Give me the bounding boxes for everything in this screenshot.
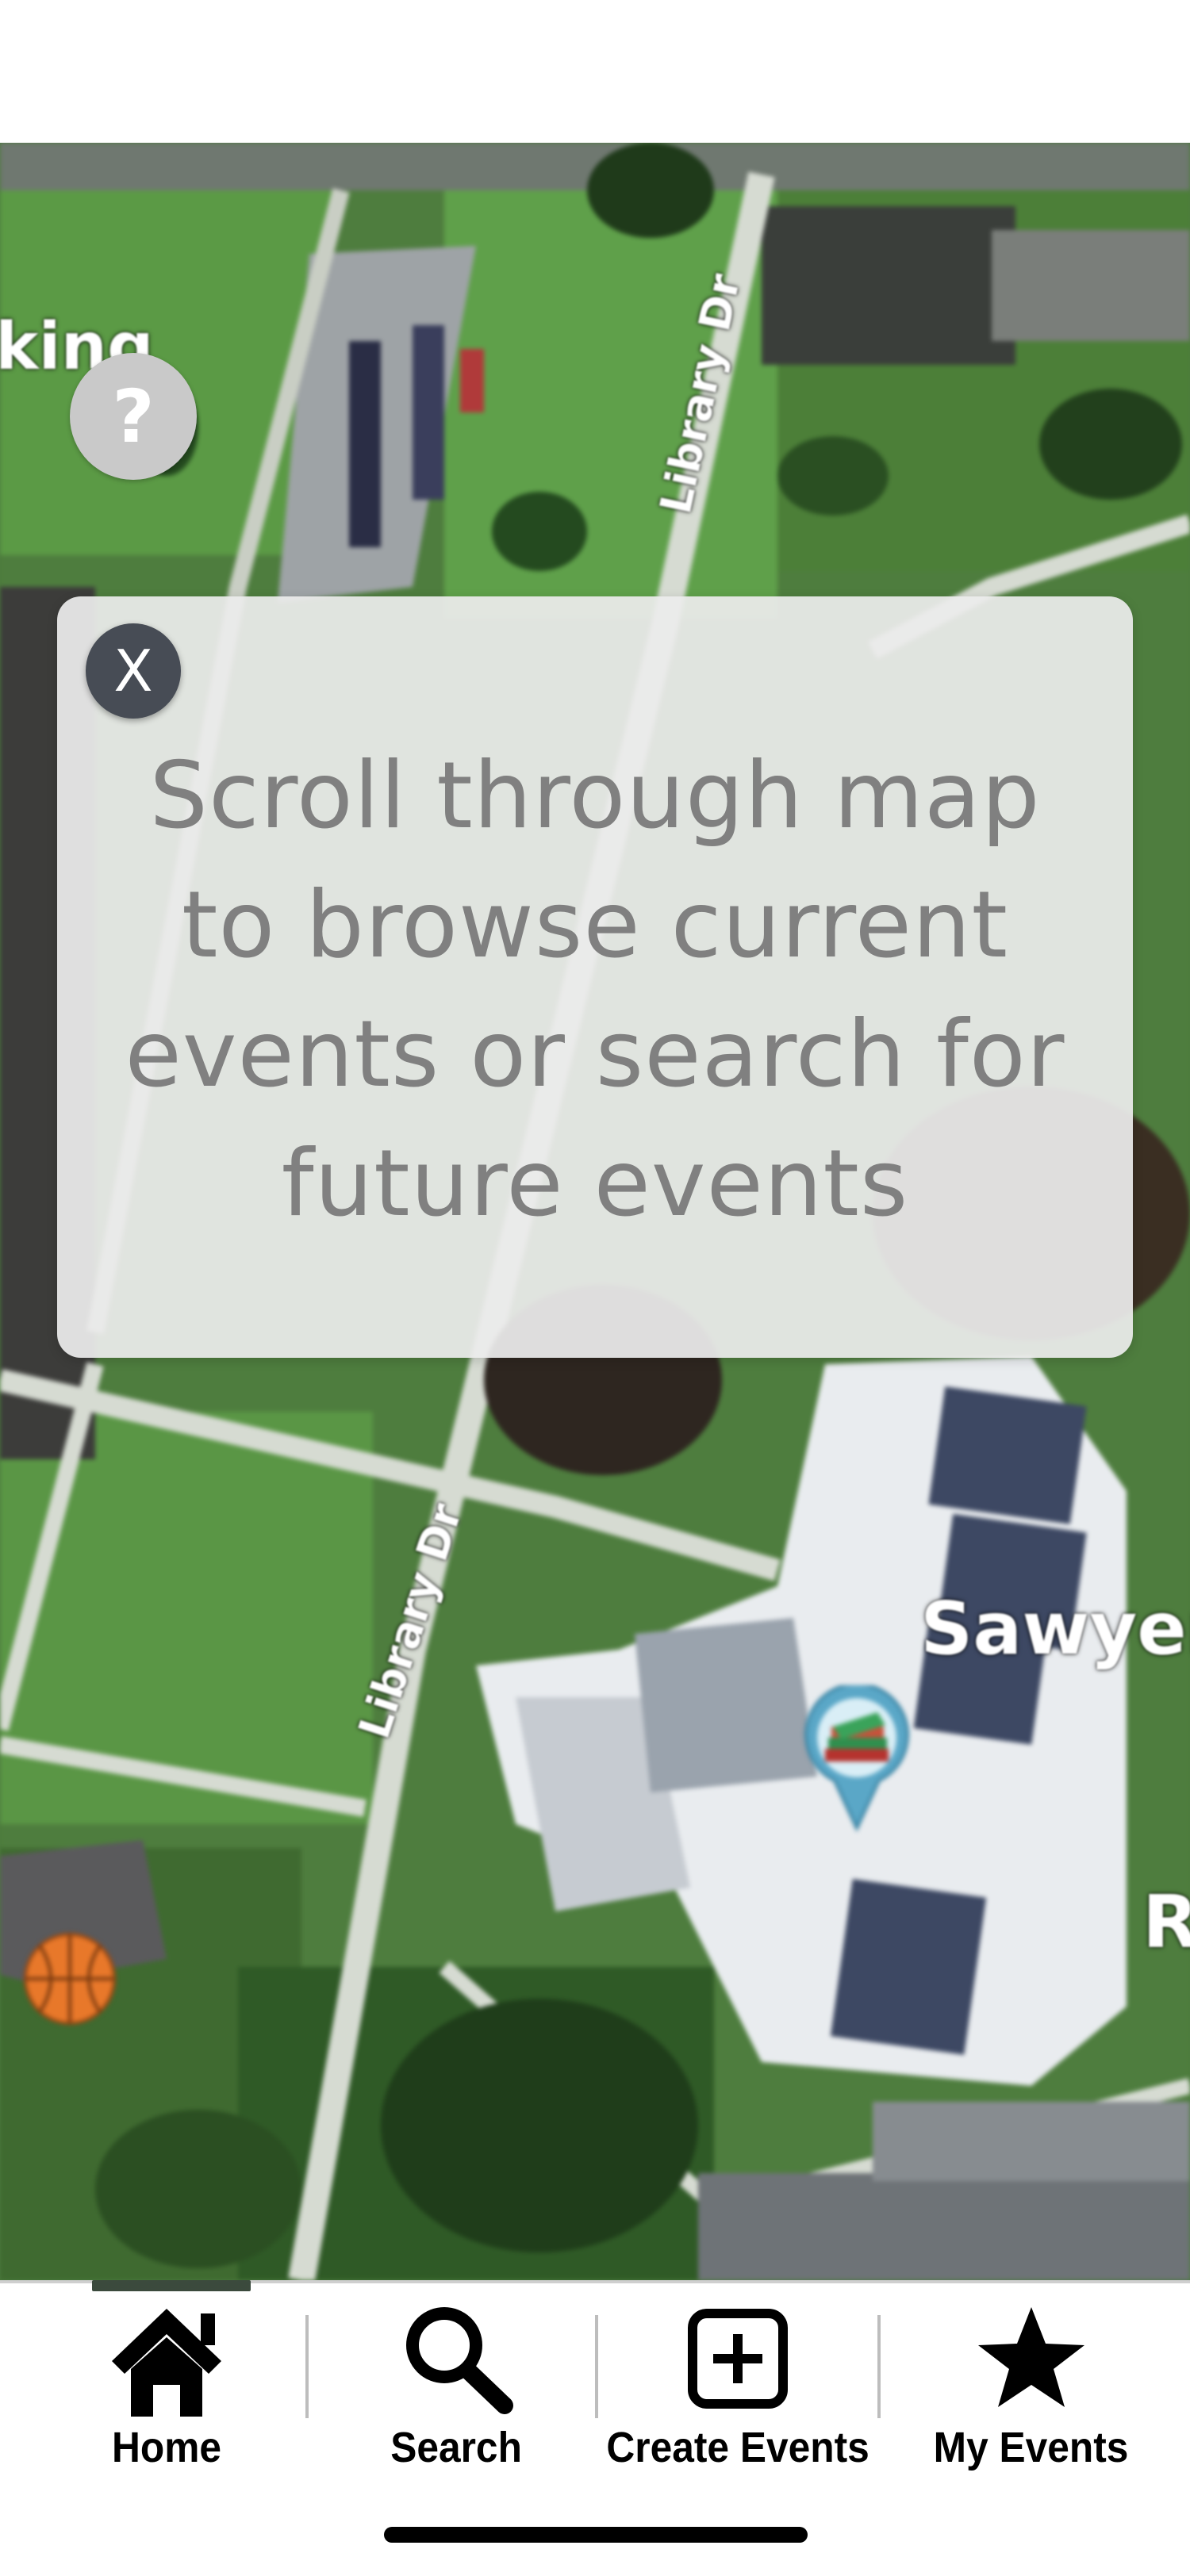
help-button[interactable]: ?	[70, 353, 197, 480]
tab-label: Home	[111, 2424, 222, 2471]
active-tab-indicator	[92, 2280, 251, 2291]
tab-label: Search	[390, 2424, 522, 2471]
modal-message: Scroll through map to browse current eve…	[105, 731, 1085, 1248]
bottom-tab-bar: Home Search Create Events My Events	[0, 2280, 1190, 2576]
tab-divider	[305, 2315, 309, 2418]
books-map-pin-icon[interactable]	[801, 1685, 912, 1832]
map-label-r: R	[1142, 1880, 1190, 1965]
modal-line: to browse current	[181, 872, 1009, 979]
tab-label: My Events	[934, 2424, 1129, 2471]
modal-line: events or search for	[125, 1001, 1065, 1108]
tab-create-events[interactable]: Create Events	[603, 2299, 873, 2482]
info-modal: X Scroll through map to browse current e…	[57, 596, 1133, 1358]
search-icon	[406, 2307, 513, 2414]
tab-my-events[interactable]: My Events	[912, 2299, 1150, 2482]
star-icon	[978, 2307, 1084, 2407]
tab-divider	[595, 2315, 598, 2418]
modal-line: future events	[281, 1130, 909, 1237]
home-indicator[interactable]	[384, 2527, 808, 2543]
close-button[interactable]: X	[86, 623, 181, 719]
tab-search[interactable]: Search	[357, 2299, 555, 2482]
tab-home[interactable]: Home	[71, 2299, 262, 2482]
basketball-icon[interactable]	[22, 1931, 117, 2026]
status-bar	[0, 0, 1190, 143]
home-icon	[112, 2309, 221, 2417]
modal-line: Scroll through map	[149, 742, 1041, 849]
map-label-sawyer: Sawyer	[920, 1586, 1190, 1671]
tab-label: Create Events	[606, 2424, 869, 2471]
plus-square-icon	[688, 2309, 788, 2409]
tab-divider	[877, 2315, 881, 2418]
